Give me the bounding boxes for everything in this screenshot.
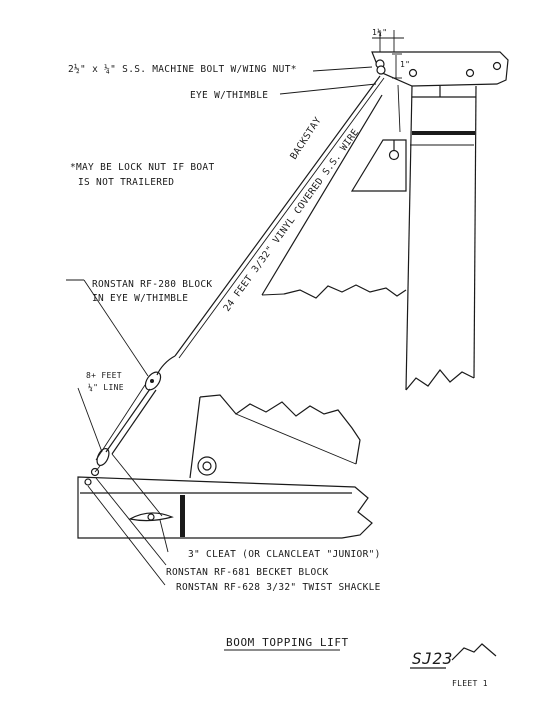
boom [77, 476, 373, 539]
logo-text: SJ23 [412, 649, 453, 668]
label-backstay: BACKSTAY [288, 115, 323, 161]
leader-lines [66, 66, 377, 586]
mast-head-fitting [371, 30, 509, 87]
diagram-title: BOOM TOPPING LIFT [226, 636, 349, 649]
label-dim-top: 1¼" [372, 28, 387, 37]
label-line-2: ¼" LINE [88, 383, 124, 392]
logo-fleet: FLEET 1 [452, 679, 488, 688]
quarter-inch-line [95, 384, 163, 517]
label-eye-thimble: EYE W/THIMBLE [190, 90, 268, 101]
block-rf-280 [144, 355, 176, 391]
label-becket-block: RONSTAN RF-681 BECKET BLOCK [166, 567, 329, 578]
label-lock-nut-1: *MAY BE LOCK NUT IF BOAT [70, 162, 214, 173]
label-lock-nut-2: IS NOT TRAILERED [78, 177, 174, 188]
mast [350, 84, 477, 391]
label-machine-bolt: 2½" x ¼" S.S. MACHINE BOLT W/WING NUT* [68, 64, 297, 75]
label-line-1: 8+ FEET [86, 371, 122, 380]
topping-lift-wire [174, 65, 386, 359]
label-cleat: 3" CLEAT (OR CLANCLEAT "JUNIOR") [188, 549, 381, 560]
label-block-280-1: RONSTAN RF-280 BLOCK [92, 279, 212, 290]
label-dim-side: 1" [400, 60, 410, 69]
sail-outline [261, 94, 407, 299]
becket-block [84, 447, 110, 486]
label-block-280-2: IN EYE W/THIMBLE [92, 293, 188, 304]
gooseneck-plate [189, 394, 361, 479]
sj23-fleet-logo: SJ23 FLEET 1 [410, 643, 497, 688]
label-twist-shackle: RONSTAN RF-628 3/32" TWIST SHACKLE [176, 582, 381, 593]
